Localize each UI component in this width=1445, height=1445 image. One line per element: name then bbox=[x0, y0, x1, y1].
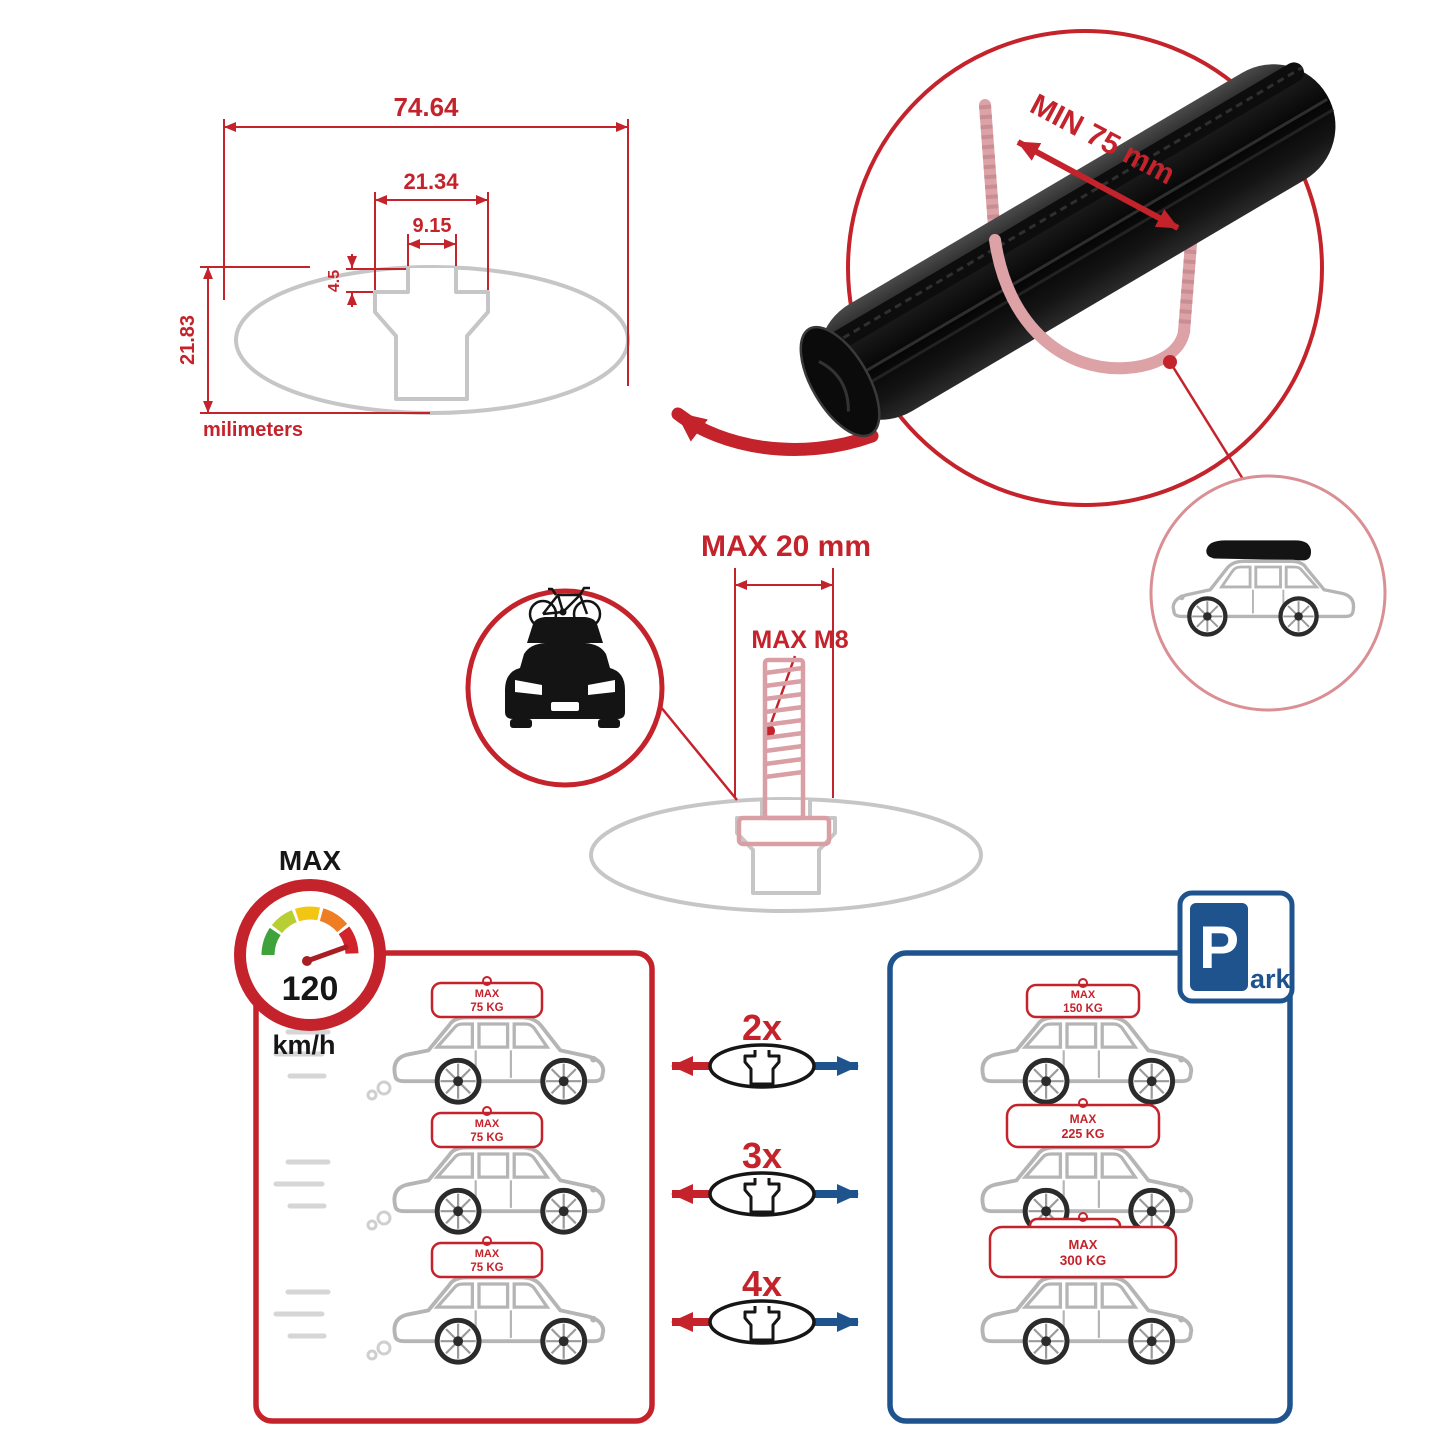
bar-count-label-1: 2x bbox=[742, 1007, 782, 1048]
driving-cargo-3: MAX 75 KG bbox=[430, 1236, 544, 1279]
bar-profile-badge bbox=[708, 1043, 816, 1089]
car-front-roof bbox=[527, 617, 603, 643]
driving-load-label-3: MAX bbox=[475, 1248, 500, 1260]
driving-load-label-1: MAX bbox=[475, 988, 500, 1000]
dim-lip-depth bbox=[346, 254, 406, 307]
t-bolt-icon bbox=[736, 657, 832, 847]
u-bolt-curve bbox=[989, 234, 1190, 375]
max-protrusion-label: MAX 20 mm bbox=[701, 530, 871, 563]
bar-count-row-2: 3x bbox=[671, 1135, 859, 1217]
car-front-headlights bbox=[515, 680, 615, 695]
dim-channel-width bbox=[374, 192, 489, 290]
speedometer-needle bbox=[304, 944, 349, 964]
dim-channel-width-label: 21.34 bbox=[403, 169, 459, 194]
parked-load-value-2: 225 KG bbox=[1061, 1127, 1104, 1141]
parked-load-label-3: MAX bbox=[1069, 1237, 1098, 1252]
min-grip-arrow bbox=[1016, 139, 1180, 231]
roof-box-icon bbox=[1206, 540, 1311, 561]
dim-total-width bbox=[223, 119, 629, 386]
thread-pointer-line bbox=[767, 655, 797, 730]
car-front-body bbox=[505, 643, 625, 719]
bar-count-label-2: 3x bbox=[742, 1135, 782, 1176]
car-front-plate bbox=[551, 702, 579, 711]
driving-cargo-1: MAX 75 KG bbox=[430, 976, 544, 1019]
parked-load-value-1: 150 KG bbox=[1063, 1003, 1103, 1015]
units-label: milimeters bbox=[203, 419, 303, 441]
parking-sign-letter: P bbox=[1199, 914, 1239, 981]
speed-value: 120 bbox=[282, 970, 339, 1008]
bar-count-row-1: 2x bbox=[671, 1007, 859, 1089]
parked-panel: MAX 150 KG MAX 225 KG MAX 300 KG bbox=[887, 950, 1293, 1424]
parked-cargo-3: MAX 300 KG bbox=[988, 1212, 1178, 1279]
pointer-arrow-to-diagram bbox=[671, 407, 879, 456]
parked-cargo-2: MAX 225 KG bbox=[1005, 1098, 1161, 1149]
dim-bolt-width bbox=[734, 568, 834, 798]
roofbox-car-circle bbox=[1149, 474, 1387, 712]
crossbar-detail-circle: MIN 75 mm bbox=[799, 29, 1336, 507]
speedometer-arc bbox=[261, 906, 359, 956]
speedometer-needle-hub bbox=[302, 956, 312, 966]
dim-profile-height bbox=[200, 266, 430, 414]
crossbar-profile-slot bbox=[373, 268, 490, 401]
dim-profile-height-label: 21.83 bbox=[177, 315, 199, 365]
parked-load-value-3: 300 KG bbox=[1060, 1253, 1107, 1268]
driving-load-value-1: 75 KG bbox=[470, 1002, 503, 1014]
bike-car-circle bbox=[465, 586, 738, 801]
max-thread-label: MAX M8 bbox=[751, 626, 848, 654]
bar-count-row-3: 4x bbox=[671, 1263, 859, 1345]
speed-unit: km/h bbox=[272, 1030, 335, 1060]
bar-profile-badge bbox=[708, 1171, 816, 1217]
bike-on-car-icon bbox=[505, 586, 625, 728]
driving-panel: MAX 75 KG MAX 75 KG MAX 75 KG bbox=[253, 950, 655, 1424]
driving-load-value-3: 75 KG bbox=[470, 1262, 503, 1274]
bolt-detail: MAX 20 mm MAX M8 bbox=[589, 530, 983, 913]
parked-load-label-2: MAX bbox=[1070, 1112, 1097, 1126]
cross-section-diagram: 74.64 21.34 9.15 4.5 21.83 milimeters bbox=[177, 92, 630, 441]
speed-limit-gauge: MAX 120 km/h bbox=[234, 845, 386, 1060]
driving-load-label-2: MAX bbox=[475, 1118, 500, 1130]
parked-cargo-1: MAX 150 KG bbox=[1025, 978, 1141, 1019]
parking-sign-suffix: ark bbox=[1250, 964, 1292, 994]
parking-sign-blue-panel bbox=[1190, 903, 1248, 991]
dim-slot-opening bbox=[407, 234, 457, 266]
bike-circle-pointer-line bbox=[659, 705, 738, 801]
dim-slot-opening-label: 9.15 bbox=[413, 215, 452, 237]
driving-load-value-2: 75 KG bbox=[470, 1132, 503, 1144]
speedometer-ring bbox=[234, 879, 386, 1031]
u-bolt-pointer-line bbox=[1168, 361, 1248, 485]
bar-count-label-3: 4x bbox=[742, 1263, 782, 1304]
dim-total-width-label: 74.64 bbox=[393, 92, 459, 122]
parking-sign: P ark bbox=[1177, 890, 1295, 1004]
bar-profile-badge bbox=[708, 1299, 816, 1345]
parked-load-label-1: MAX bbox=[1071, 989, 1096, 1001]
driving-cargo-2: MAX 75 KG bbox=[430, 1106, 544, 1149]
dim-lip-depth-label: 4.5 bbox=[326, 270, 343, 292]
speed-heading: MAX bbox=[279, 845, 342, 876]
